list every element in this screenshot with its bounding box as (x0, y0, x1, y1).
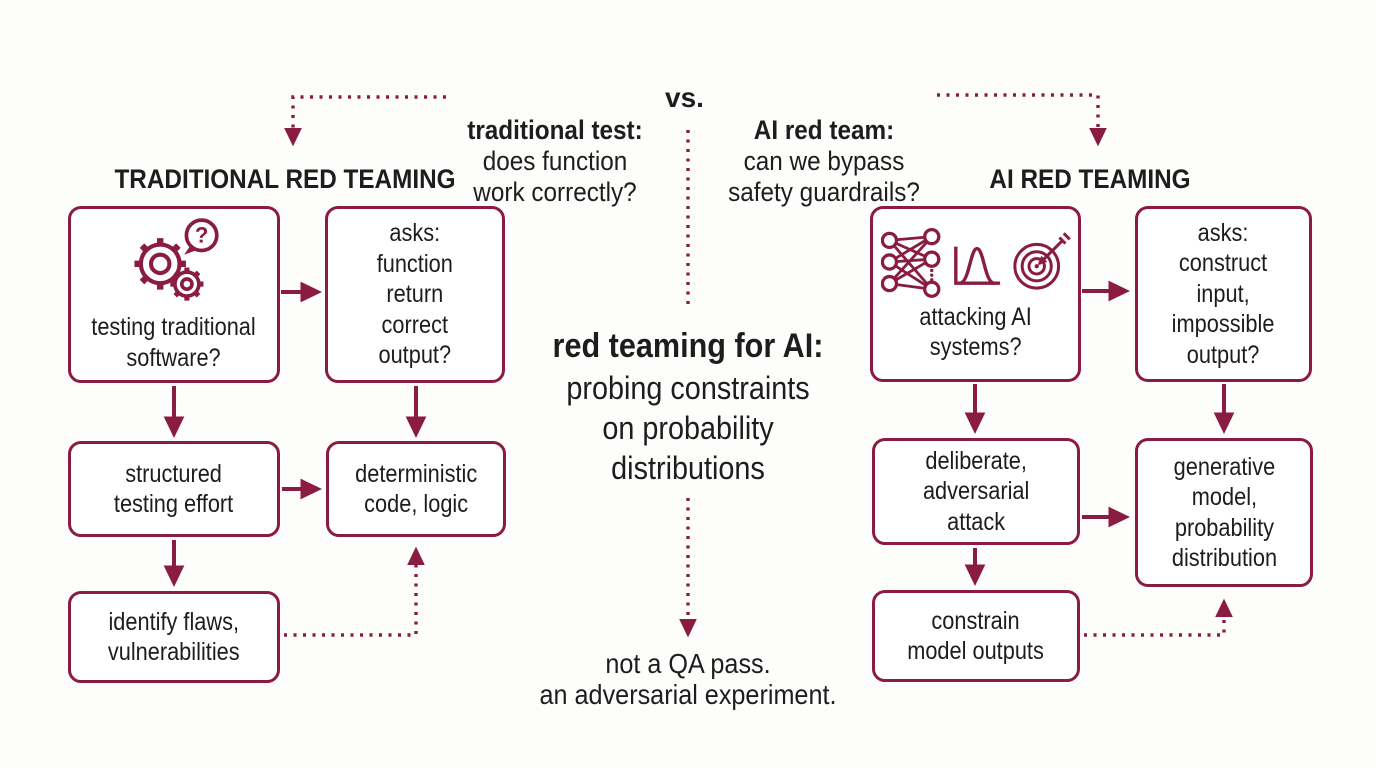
footer-note: not a QA pass. an adversarial experiment… (539, 648, 837, 710)
box-deterministic-code-logic: deterministic code, logic (326, 441, 506, 537)
box-asks-construct-input: asks: construct input, impossible output… (1135, 206, 1312, 382)
box-testing-traditional-software: ? testing traditional software? (68, 206, 280, 383)
box-testing-traditional-software-text: testing traditional software? (91, 313, 257, 372)
neural-network-icon (880, 227, 940, 298)
center-statement-title: red teaming for AI: (552, 327, 824, 365)
question-mark-glyph: ? (195, 223, 209, 248)
bell-curve-icon (953, 246, 1000, 285)
box-deliberate-adversarial-attack-text: deliberate, adversarial attack (922, 446, 1030, 536)
dotted-arrow-ai-red-team (937, 93, 1107, 147)
box-asks-construct-input-text: asks: construct input, impossible output… (1172, 218, 1275, 369)
vs-label: vs. (665, 82, 704, 113)
target-icon (1012, 231, 1071, 290)
dotted-arrow-constrain-to-generative (1084, 598, 1233, 637)
header-traditional-test-label: traditional test: (467, 115, 643, 145)
gears-question-icon: ? (134, 218, 219, 301)
box-structured-testing-effort: structured testing effort (68, 441, 280, 537)
box-attacking-ai-systems-text: attacking AI systems? (919, 302, 1032, 362)
header-ai-red-team-label: AI red team: (753, 115, 895, 145)
box-structured-testing-effort-text: structured testing effort (114, 459, 234, 519)
header-ai-red-team-body: can we bypass safety guardrails? (728, 146, 920, 207)
dotted-arrow-traditional-test (284, 95, 446, 147)
header-ai-red-team: AI red team:can we bypass safety guardra… (698, 53, 950, 239)
box-deterministic-code-logic-text: deterministic code, logic (354, 459, 478, 519)
box-generative-model-probability: generative model, probability distributi… (1135, 438, 1313, 587)
heading-ai-red-teaming: AI RED TEAMING (989, 164, 1191, 194)
box-generative-model-probability-text: generative model, probability distributi… (1171, 452, 1277, 573)
center-statement: red teaming for AI: probing constraints … (488, 324, 888, 488)
box-constrain-model-outputs-text: constrain model outputs (907, 606, 1045, 666)
box-constrain-model-outputs: constrain model outputs (872, 590, 1080, 682)
header-traditional-test: traditional test:does function work corr… (429, 53, 681, 239)
box-asks-function-return-text: asks: function return correct output? (376, 219, 454, 370)
dotted-arrow-identify-to-deterministic (284, 546, 425, 637)
box-identify-flaws-vulnerabilities: identify flaws, vulnerabilities (68, 591, 280, 683)
box-deliberate-adversarial-attack: deliberate, adversarial attack (872, 438, 1080, 545)
box-attacking-ai-systems: attacking AI systems? (870, 206, 1081, 382)
box-asks-function-return: asks: function return correct output? (325, 206, 505, 383)
center-statement-body: probing constraints on probability distr… (566, 370, 810, 486)
ai-icons-row (880, 226, 1071, 298)
heading-traditional-red-teaming: TRADITIONAL RED TEAMING (114, 164, 456, 194)
box-identify-flaws-vulnerabilities-text: identify flaws, vulnerabilities (108, 607, 240, 667)
header-traditional-test-body: does function work correctly? (473, 146, 637, 207)
